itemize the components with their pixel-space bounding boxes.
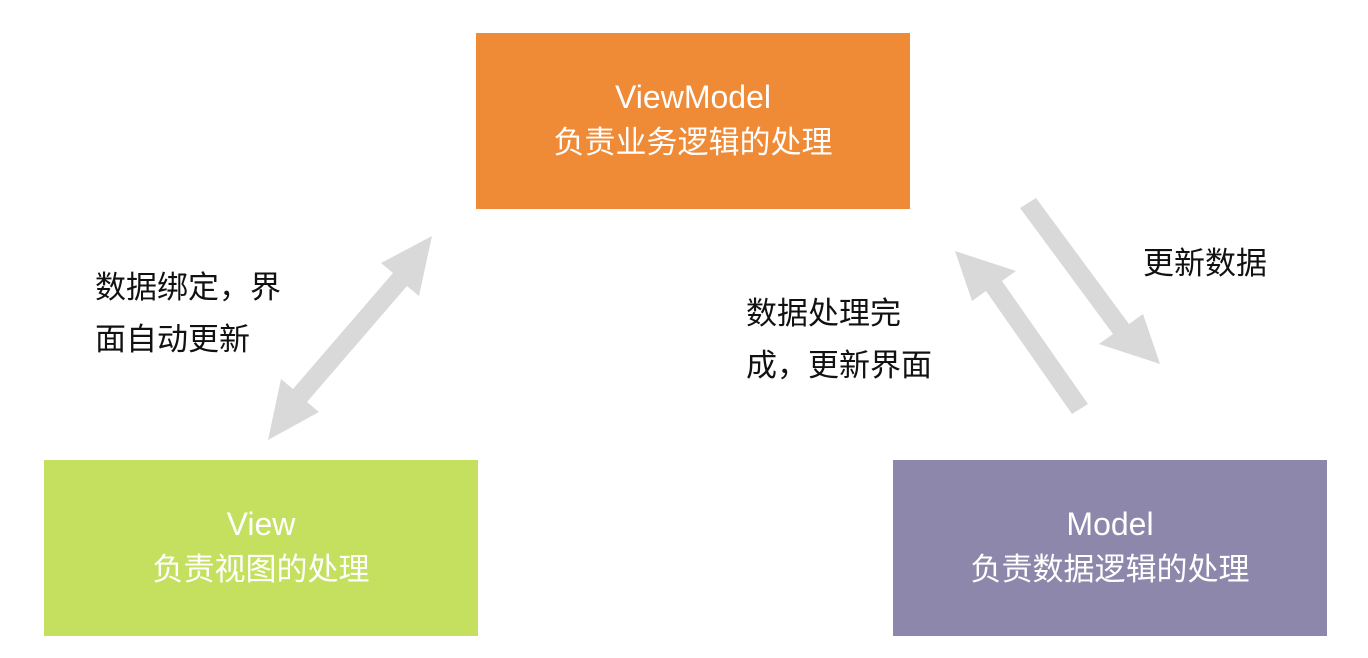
update-data-label: 更新数据 [1143,238,1267,290]
model-desc: 负责数据逻辑的处理 [970,552,1250,588]
processed-label: 数据处理完 成，更新界面 [746,288,932,392]
model-title: Model [1066,506,1154,542]
viewmodel-title: ViewModel [615,79,771,115]
view-box: View 负责视图的处理 [44,460,478,636]
processed-label-line2: 成，更新界面 [746,348,932,384]
binding-label-line1: 数据绑定，界 [95,270,281,306]
view-desc: 负责视图的处理 [152,552,370,588]
bidirectional-arrow [268,236,432,440]
view-title: View [226,506,296,542]
binding-label-line2: 面自动更新 [95,322,250,358]
binding-label: 数据绑定，界 面自动更新 [95,262,281,366]
update-data-label-text: 更新数据 [1143,246,1267,282]
processed-label-line1: 数据处理完 [746,296,901,332]
model-box: Model 负责数据逻辑的处理 [893,460,1327,636]
down-arrow [1020,198,1160,364]
up-arrow [955,251,1088,414]
viewmodel-box: ViewModel 负责业务逻辑的处理 [476,33,910,209]
viewmodel-desc: 负责业务逻辑的处理 [553,125,833,161]
